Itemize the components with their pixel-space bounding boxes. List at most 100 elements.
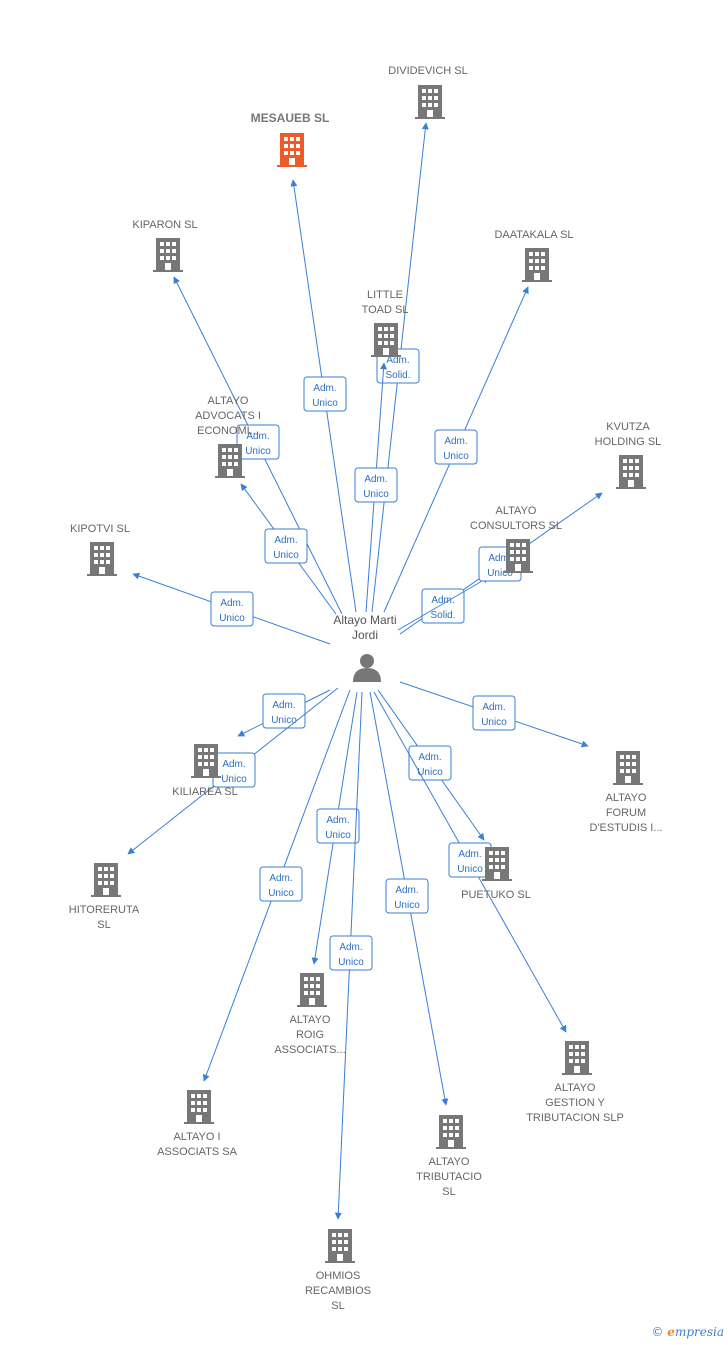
center-label-line2: Jordi [352,628,378,642]
edges-layer: Adm.UnicoAdm.Solid.Adm.UnicoAdm.UnicoAdm… [127,122,603,1220]
edge-hitoreruta: Adm. Unico [127,687,339,855]
company-node-puetuko[interactable]: PUETUKO SL [461,847,531,901]
edge-altayo-tributacio: Adm. Unico [369,691,449,1106]
company-node-altayo-roig[interactable]: ALTAYOROIGASSOCIATS... [274,973,346,1056]
company-label: ADVOCATS I [195,410,261,422]
company-label: ASSOCIATS... [274,1044,345,1056]
edge-label[interactable]: Adm.Unico [354,467,398,503]
company-label: RECAMBIOS [305,1285,371,1297]
footer-brand: © empresia [651,1325,724,1339]
edge-label[interactable]: Adm.Unico [236,424,280,460]
company-label: LITTLE [367,289,403,301]
edge-label-text: Adm. [418,752,441,763]
edge-label[interactable]: Adm.Unico [303,376,347,412]
company-node-kiparon[interactable]: KIPARON SL [132,219,198,272]
edge-label-text: Unico [457,864,483,875]
edge-label-text: Unico [312,398,338,409]
edge-label-text: Unico [271,715,297,726]
company-node-kipotvi[interactable]: KIPOTVI SL [70,523,130,576]
edge-altayo-advocats: Adm.Unico [240,483,337,615]
edge-label[interactable]: Adm.Solid. [376,348,420,384]
edge-puetuko: Adm. Unico [377,689,485,841]
edge-label-box [236,424,280,460]
edge-label-box [329,935,373,971]
edge-label-box [354,467,398,503]
edge-altayo-roig: Adm.Unico [311,691,360,965]
edge-label[interactable]: Adm.Unico [448,842,492,878]
company-node-daatakala[interactable]: DAATAKALA SL [494,229,574,282]
company-label: ECONOMI... [197,425,259,437]
edge-label-text: Adm. [222,759,245,770]
company-label: CONSULTORS SL [470,520,562,532]
building-icon [87,542,117,576]
company-label: MESAUEB SL [251,111,330,125]
edge-label[interactable]: Adm. Unico [434,429,478,465]
edge-label-box [262,693,306,729]
company-label: SL [331,1300,344,1312]
company-label: PUETUKO SL [461,889,531,901]
company-node-mesaueb[interactable]: MESAUEB SL [251,111,330,167]
center-node[interactable]: Altayo Marti Jordi [333,613,397,682]
company-node-kiliarea[interactable]: KILIAREA SL [172,744,238,798]
company-label: ROIG [296,1029,324,1041]
company-label: D'ESTUDIS I... [590,822,663,834]
company-label: KIPOTVI SL [70,523,130,535]
company-label: DAATAKALA SL [494,229,573,241]
edge-label[interactable]: Adm.Unico [259,866,303,902]
edge-label-text: Unico [443,451,469,462]
edge-label[interactable]: Adm.Unico [262,693,306,729]
company-label: KVUTZA [606,421,650,433]
building-icon [436,1115,466,1149]
edge-altayo-associats: Adm. Unico [202,689,351,1082]
building-icon [215,444,245,478]
edge-label[interactable]: Adm.Unico [385,878,429,914]
company-node-altayo-consultors[interactable]: ALTAYO CONSULTORS SL [470,505,562,573]
building-icon [415,85,445,119]
edge-label-text: Adm. [431,595,454,606]
nodes-layer: DIVIDEVICH SL MESAUEB SL KIPARON SL DAATAKA… [69,65,663,1312]
edge-label[interactable]: Adm.Unico [329,935,373,971]
building-icon [371,323,401,357]
company-label: ALTAYO [496,505,537,517]
edge-label-text: Adm. [444,436,467,447]
edge-label-text: Adm. [339,942,362,953]
building-icon [522,248,552,282]
building-icon [191,744,221,778]
brand-initial: e [667,1325,675,1339]
edge-label[interactable]: Adm. Unico [408,745,452,781]
company-label: SL [97,919,110,931]
edge-label-text: Solid. [430,610,455,621]
edge-label-text: Adm. [395,885,418,896]
edge-label-text: Unico [417,767,443,778]
edge-label[interactable]: Adm. Solid. [421,588,465,624]
company-node-dividevich[interactable]: DIVIDEVICH SL [388,65,468,119]
edge-label-text: Adm. [482,702,505,713]
building-icon [91,863,121,897]
company-label: DIVIDEVICH SL [388,65,467,77]
edge-label[interactable]: Adm. Unico [472,695,516,731]
edge-label[interactable]: Adm.Unico [316,808,360,844]
person-icon [353,654,381,682]
edge-label-text: Adm. [274,535,297,546]
edge-label-text: Adm. [246,431,269,442]
edge-label-box [472,695,516,731]
edge-label[interactable]: Adm.Unico [210,591,254,627]
edge-label-text: Adm. [386,355,409,366]
edge-label-text: Unico [481,717,507,728]
building-icon [503,539,533,573]
brand-name: mpresia [674,1325,724,1339]
edge-label-text: Unico [268,888,294,899]
edge-label-box [408,745,452,781]
edge-label[interactable]: Adm.Unico [264,528,308,564]
edge-label[interactable]: Adm.Unico [212,752,256,788]
